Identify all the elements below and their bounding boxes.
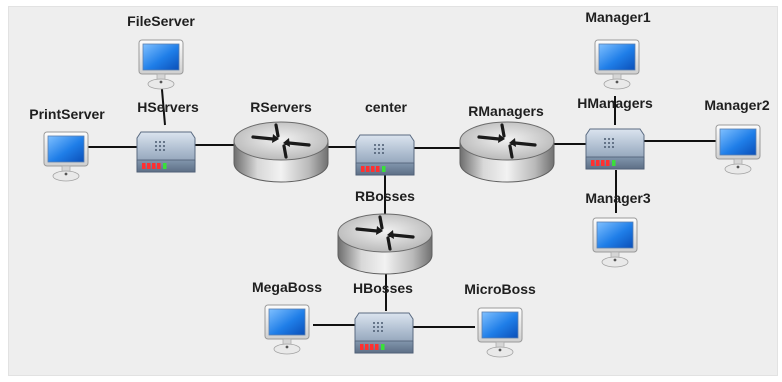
- megaboss-node[interactable]: MegaBoss: [252, 279, 322, 355]
- computer-icon: [594, 39, 640, 90]
- rservers-label: RServers: [250, 99, 312, 115]
- hub-icon: [355, 134, 415, 176]
- manager1-node[interactable]: Manager1: [585, 9, 651, 90]
- hub-icon: [354, 312, 414, 354]
- hub-icon: [585, 128, 645, 170]
- computer-icon: [43, 131, 89, 182]
- computer-icon: [477, 307, 523, 358]
- router-icon: [232, 120, 330, 184]
- center-label: center: [365, 99, 408, 115]
- hmanagers-node[interactable]: HManagers: [577, 95, 653, 170]
- manager3-label: Manager3: [585, 190, 651, 206]
- computer-icon: [264, 304, 310, 355]
- rmanagers-node[interactable]: RManagers: [458, 103, 556, 184]
- fileserver-node[interactable]: FileServer: [127, 13, 195, 90]
- microboss-label: MicroBoss: [464, 281, 536, 297]
- router-icon: [458, 120, 556, 184]
- rservers-node[interactable]: RServers: [232, 99, 330, 184]
- hbosses-label: HBosses: [353, 280, 413, 296]
- router-icon: [336, 212, 434, 276]
- microboss-node[interactable]: MicroBoss: [464, 281, 536, 358]
- manager2-label: Manager2: [704, 97, 770, 113]
- hservers-node[interactable]: HServers: [136, 99, 199, 173]
- rbosses-label: RBosses: [355, 188, 415, 204]
- computer-icon: [592, 217, 638, 268]
- hmanagers-label: HManagers: [577, 95, 653, 111]
- rmanagers-label: RManagers: [468, 103, 544, 119]
- hservers-label: HServers: [137, 99, 199, 115]
- printserver-node[interactable]: PrintServer: [29, 106, 105, 182]
- megaboss-label: MegaBoss: [252, 279, 322, 295]
- computer-icon: [715, 124, 761, 175]
- manager2-node[interactable]: Manager2: [704, 97, 770, 175]
- rbosses-node[interactable]: RBosses: [336, 188, 434, 276]
- fileserver-label: FileServer: [127, 13, 195, 29]
- hub-icon: [136, 131, 196, 173]
- center-node[interactable]: center: [355, 99, 415, 176]
- computer-icon: [138, 39, 184, 90]
- printserver-label: PrintServer: [29, 106, 105, 122]
- manager3-node[interactable]: Manager3: [585, 190, 651, 268]
- hbosses-node[interactable]: HBosses: [353, 280, 414, 354]
- manager1-label: Manager1: [585, 9, 651, 25]
